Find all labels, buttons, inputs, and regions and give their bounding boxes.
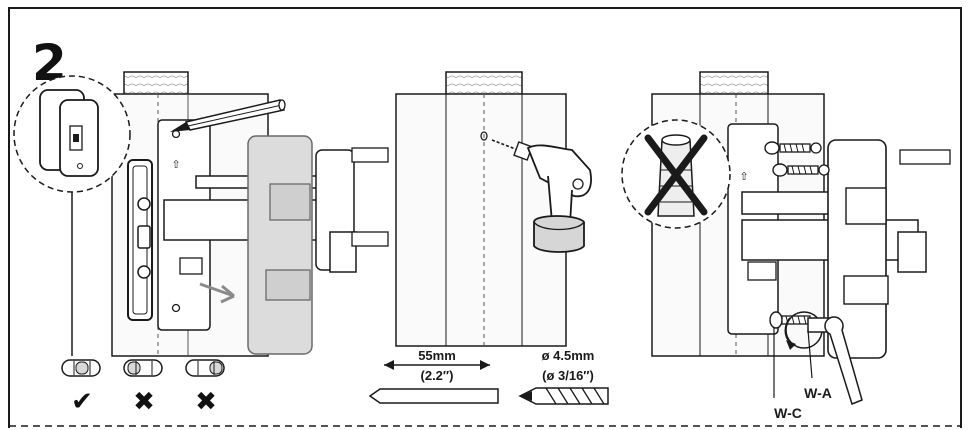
cross-icon: ✖ xyxy=(133,386,155,416)
drill-bit-spec: ø 4.5mm (ø 3/16″) xyxy=(518,348,609,405)
lag-screw-icon xyxy=(764,141,830,177)
wrench-and-screw-icon xyxy=(769,311,863,405)
tv-bracket-ghost xyxy=(247,135,313,355)
cross-icon: ✖ xyxy=(195,386,217,416)
svg-text:⇧: ⇧ xyxy=(739,171,748,183)
frame xyxy=(8,7,962,428)
no-icon xyxy=(644,134,708,216)
stud-finder-detail xyxy=(13,75,131,356)
svg-text:⇧: ⇧ xyxy=(171,159,180,171)
level-bubble-wrong-1 xyxy=(123,359,163,377)
pencil-icon xyxy=(170,99,286,132)
level-bubble-wrong-2 xyxy=(185,359,225,377)
label-wc: W-C xyxy=(774,405,802,421)
panel-fasten: ⇧ xyxy=(621,71,951,421)
depth-dimension: 55mm (2.2″) xyxy=(368,348,499,404)
depth-value: 55mm xyxy=(418,348,456,363)
panel-drill: 55mm (2.2″) ø 4.5mm (ø 3/16″) xyxy=(368,71,609,405)
bit-diameter: ø 4.5mm xyxy=(542,348,595,363)
check-icon: ✔ xyxy=(71,386,93,416)
no-anchor-detail xyxy=(621,119,731,229)
level-bubble-correct xyxy=(61,359,101,377)
bit-diameter-imperial: (ø 3/16″) xyxy=(542,368,594,383)
spirit-level-icon xyxy=(127,159,153,321)
drill-icon xyxy=(491,139,592,253)
depth-imperial: (2.2″) xyxy=(421,368,454,383)
panel-mark-and-level: ⇧ xyxy=(13,71,389,416)
label-wa: W-A xyxy=(804,385,832,401)
